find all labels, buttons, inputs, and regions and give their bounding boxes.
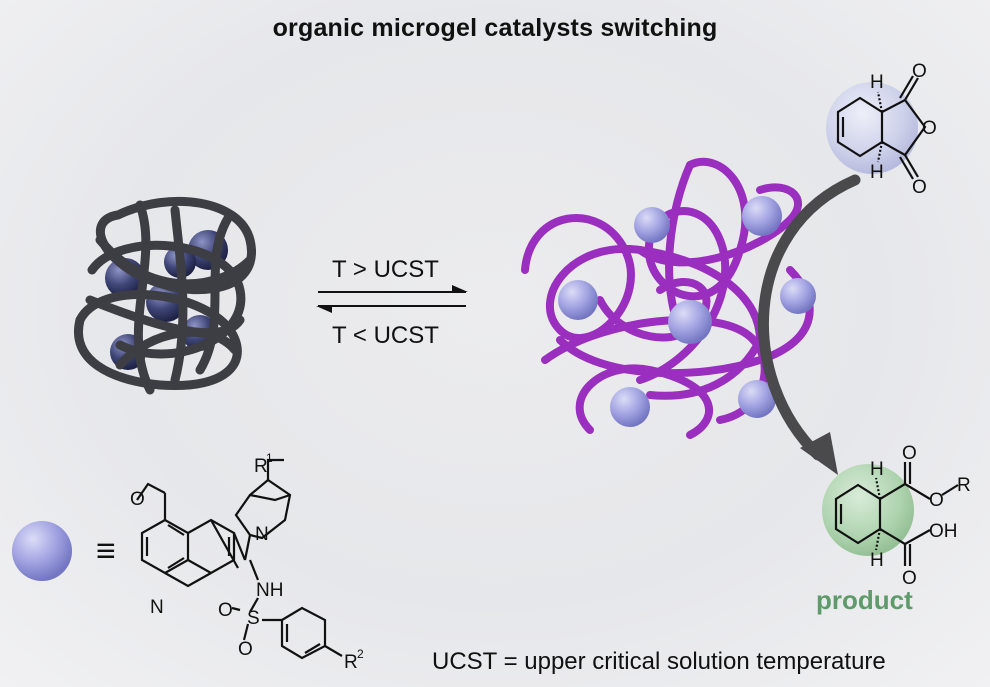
reverse-condition-label: T < UCST: [332, 322, 439, 349]
product-o-bottom: O: [902, 568, 917, 589]
catalyst-sphere-light: [634, 207, 670, 243]
sulfonyl-s: S: [247, 608, 260, 629]
equivalence-symbol: ≡: [96, 532, 116, 570]
sulfonyl-o2: O: [238, 639, 253, 660]
product-o-ester: O: [929, 490, 944, 511]
anhydride-highlight: [826, 82, 918, 174]
catalyst-sphere-light: [610, 387, 650, 427]
anhydride-o-bottom: O: [912, 177, 927, 198]
methoxy-o: O: [130, 489, 145, 510]
catalyst-sphere-light: [738, 380, 776, 418]
figure-title: organic microgel catalysts switching: [272, 14, 718, 42]
product-structure: H H O O R OH O: [822, 443, 971, 589]
product-h-top: H: [870, 459, 884, 480]
equilibrium-arrows: [316, 285, 468, 313]
product-highlight: [822, 464, 914, 556]
product-r: R: [957, 475, 971, 496]
swollen-catalyst-spheres: [558, 196, 816, 427]
r1-sup: 1: [266, 451, 273, 465]
reaction-arrow-head: [800, 432, 838, 475]
anhydride-o-ring: O: [922, 118, 937, 139]
product-label: product: [816, 585, 913, 615]
swollen-microgel: [521, 157, 816, 439]
collapsed-polymer-strands: [74, 196, 256, 395]
ucst-definition: UCST = upper critical solution temperatu…: [432, 648, 886, 675]
quinuclidine-n: N: [255, 524, 269, 545]
forward-arrow-head: [452, 285, 468, 292]
product-oh: OH: [929, 521, 958, 542]
sulfonyl-o1: O: [218, 600, 233, 621]
sulfonamide-nh: NH: [256, 580, 283, 601]
reaction-arrow: [757, 174, 861, 461]
product-h-bottom: H: [870, 550, 884, 571]
catalyst-sphere-light: [668, 300, 712, 344]
anhydride-substrate: H H O O O: [826, 61, 937, 198]
anhydride-h-bottom: H: [870, 162, 884, 183]
catalyst-sphere-light: [742, 196, 782, 236]
anhydride-h-top: H: [870, 72, 884, 93]
catalyst-structure: O R 1 N N NH S O O R 2: [130, 451, 364, 673]
r1-label: R: [254, 456, 268, 477]
r2-sup: 2: [357, 647, 364, 661]
forward-condition-label: T > UCST: [332, 256, 439, 283]
product-o-top: O: [902, 443, 917, 464]
catalyst-legend-sphere: [12, 521, 72, 581]
reverse-arrow-head: [316, 306, 332, 313]
r2-label: R: [344, 652, 358, 673]
catalyst-sphere-light: [780, 278, 816, 314]
anhydride-o-top: O: [912, 61, 927, 82]
collapsed-microgel: [74, 196, 256, 395]
catalyst-sphere-light: [558, 280, 598, 320]
quinoline-n: N: [150, 597, 164, 618]
